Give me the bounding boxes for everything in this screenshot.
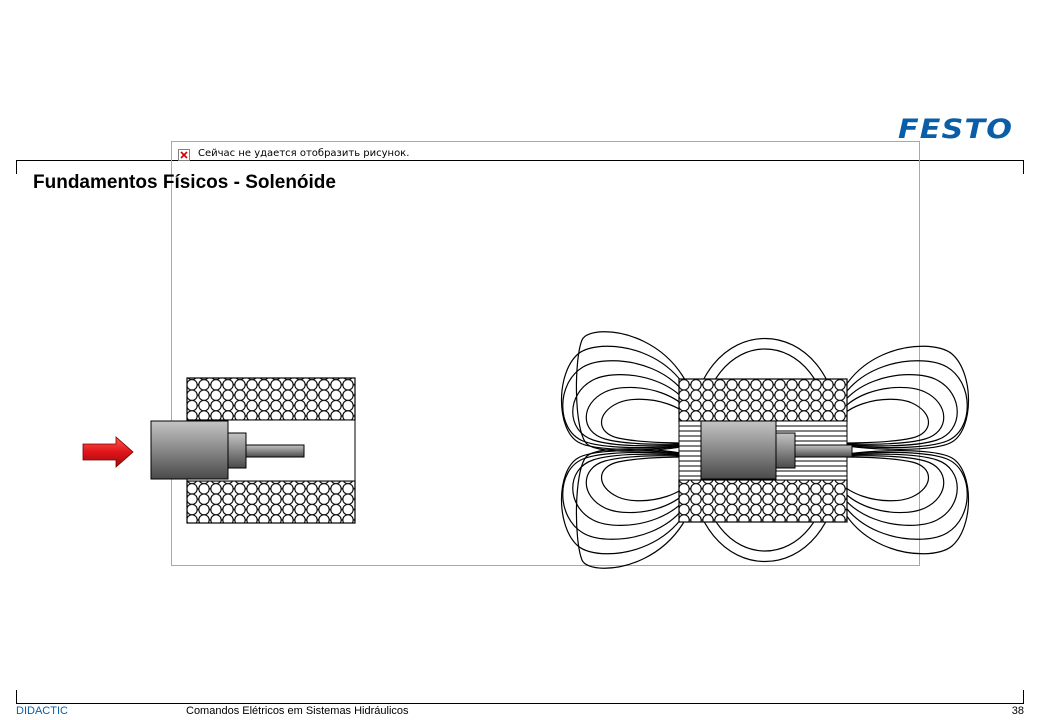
broken-image-icon [178,149,190,161]
coil-top-left [186,377,356,421]
page-number: 38 [1011,705,1024,717]
plunger-right [700,420,853,480]
solenoid-right [678,378,853,523]
footer-left-tick [16,690,17,704]
plunger-left [150,420,305,480]
footer-course-title: Comandos Elétricos em Sistemas Hidráulic… [186,705,409,717]
broken-image-frame: Сейчас не удается отобразить рисунок. [171,141,920,566]
footer-divider [16,703,1024,704]
festo-logo: FESTO [898,114,1014,145]
coil-bottom-right [678,479,848,523]
direction-arrow-icon [82,436,134,468]
title-divider [16,160,1024,161]
coil-bottom-left [186,480,356,524]
footer-brand: DIDACTIC [16,705,68,717]
coil-top-right [678,378,848,422]
title-divider-right-tick [1023,160,1024,174]
footer-right-tick [1023,690,1024,704]
broken-image-message: Сейчас не удается отобразить рисунок. [198,148,410,159]
slide-title: Fundamentos Físicos - Solenóide [33,172,336,193]
title-divider-left-tick [16,160,17,174]
solenoid-left [150,377,356,524]
